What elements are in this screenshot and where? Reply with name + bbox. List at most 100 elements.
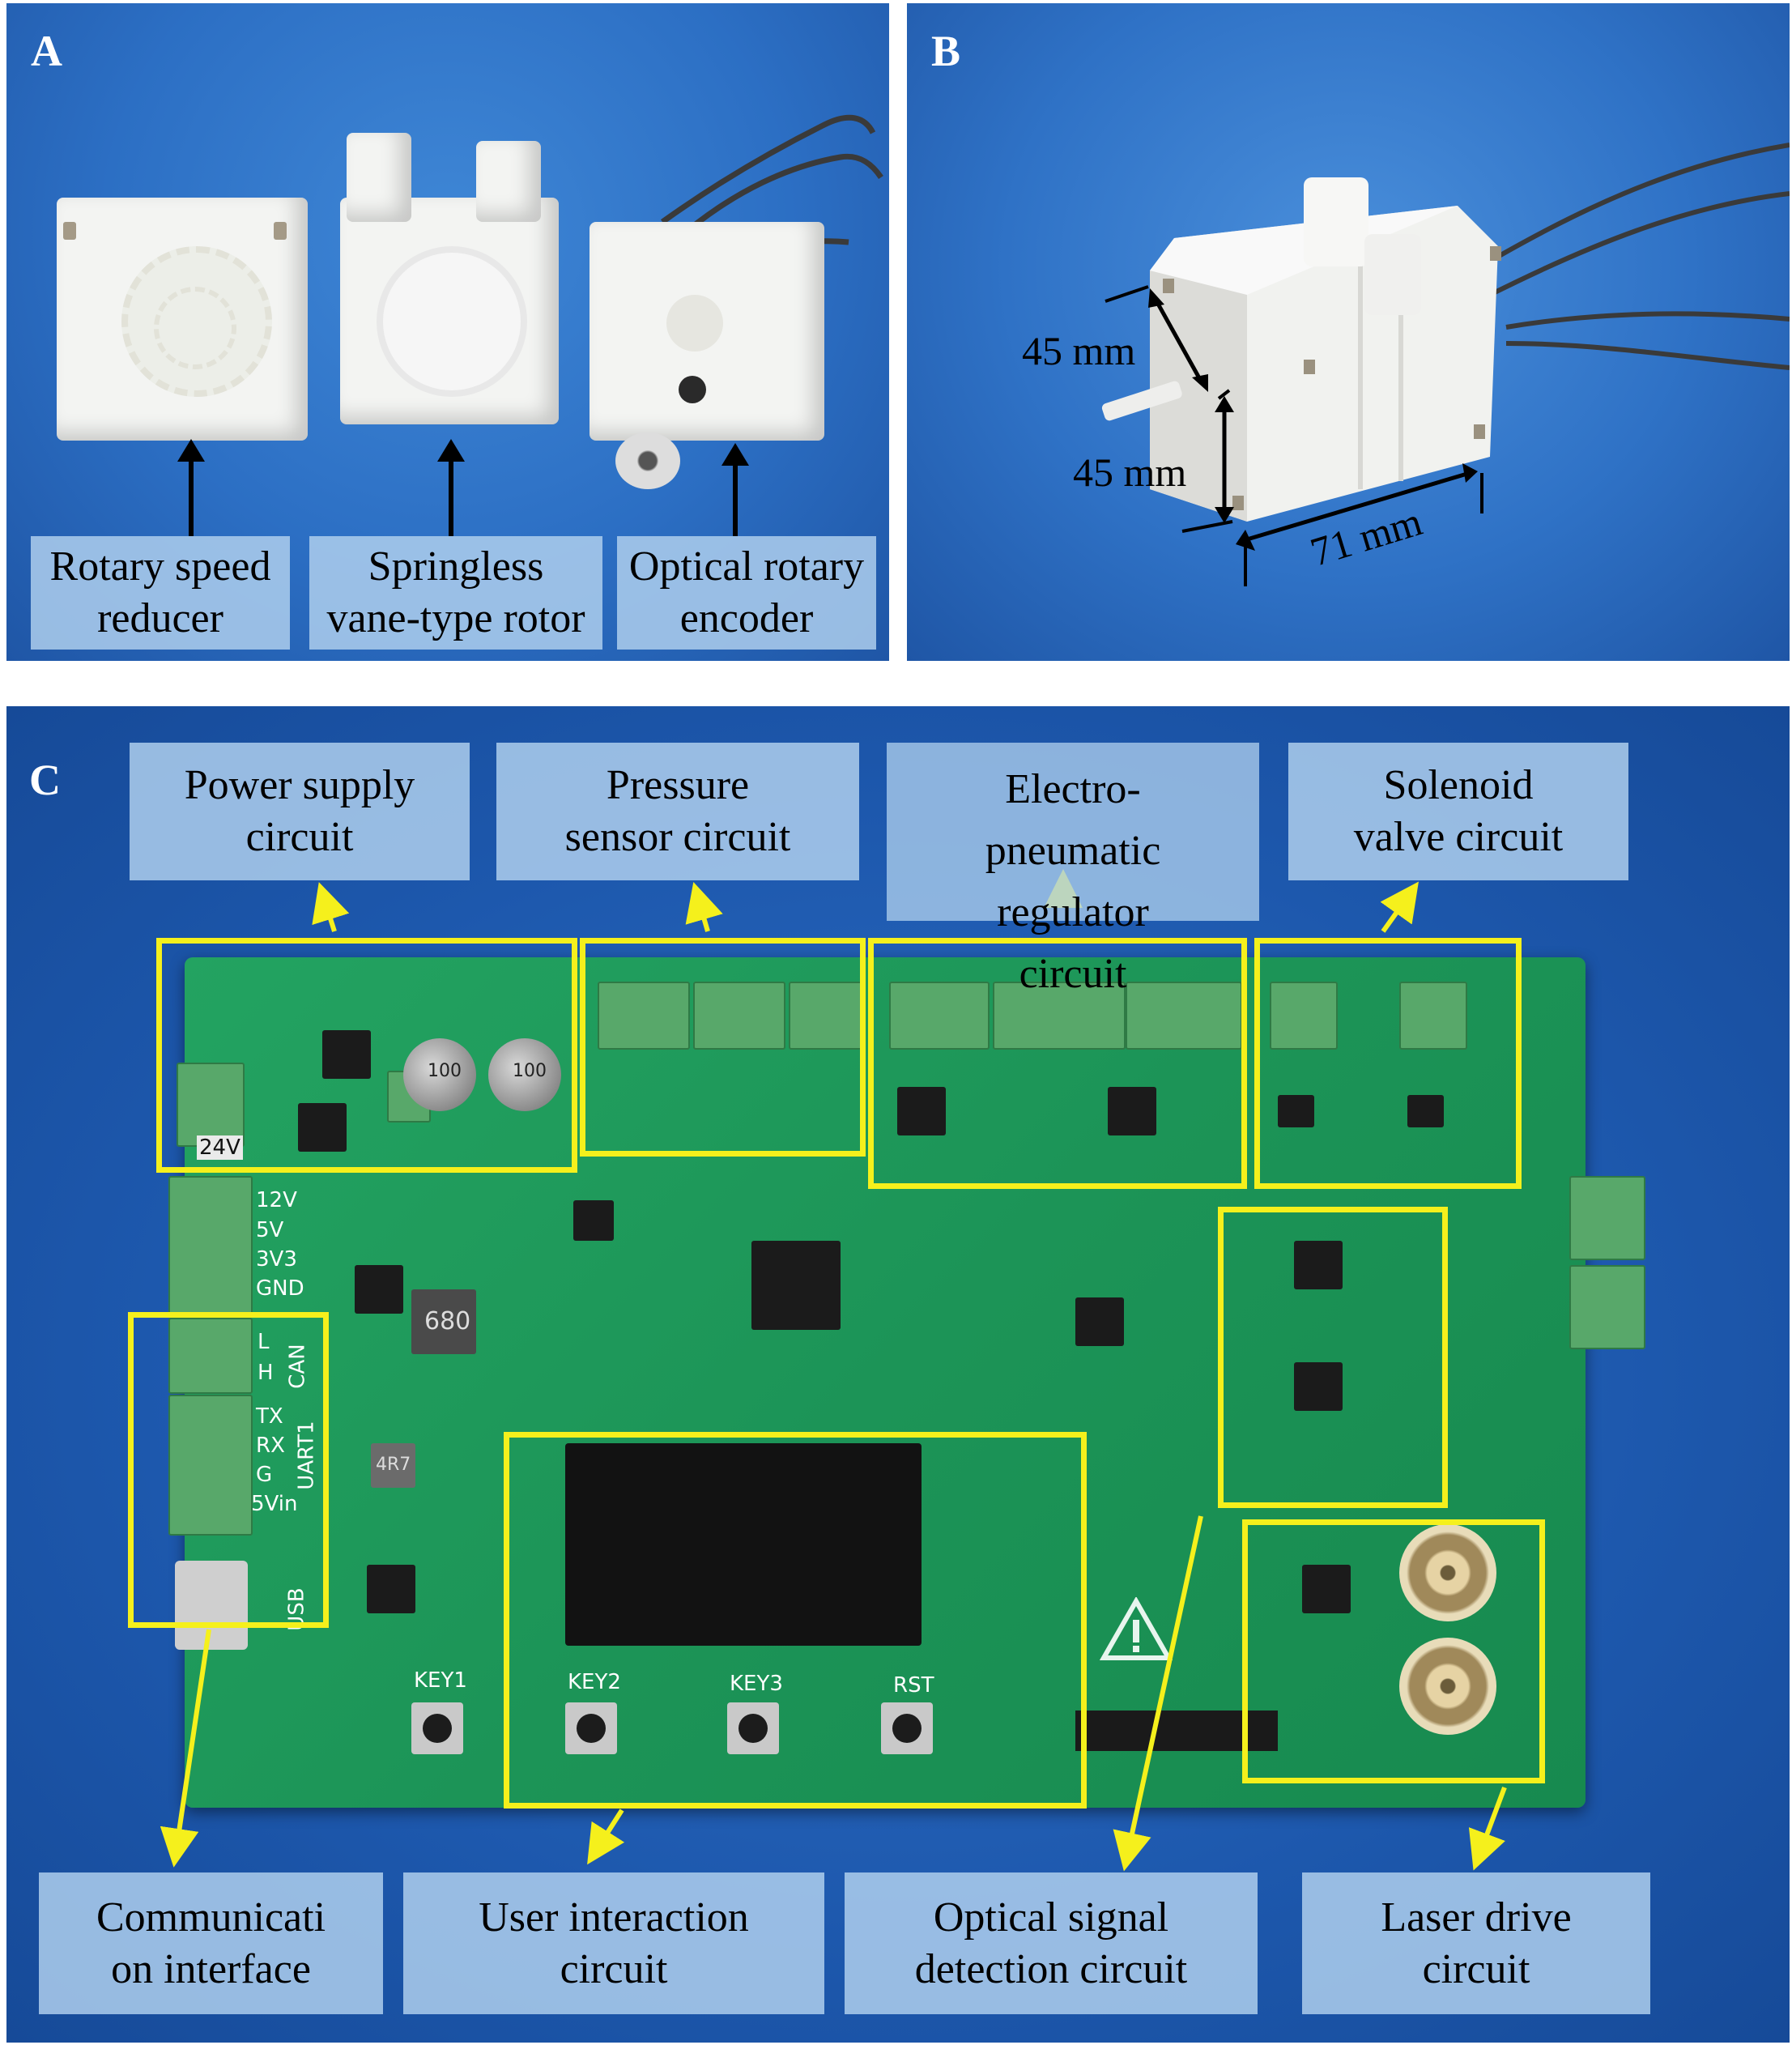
key1-label: KEY1 [414, 1668, 467, 1693]
inductor-icon [411, 1289, 476, 1354]
rst-button[interactable] [881, 1702, 933, 1754]
panel-letter-b: B [931, 27, 961, 75]
rotor-port-left [347, 133, 411, 222]
key3-button[interactable] [727, 1702, 779, 1754]
inductor-marking: 680 [424, 1307, 471, 1336]
label-line: Optical rotary [628, 543, 865, 590]
label-line: circuit [560, 1945, 668, 1992]
label-line: encoder [679, 595, 814, 641]
ic-chip [322, 1030, 371, 1079]
terminal-block [1569, 1265, 1645, 1349]
ic-chip [355, 1265, 403, 1314]
label-line: circuit [245, 814, 354, 860]
label-line: reducer [97, 595, 223, 641]
gear-icon [154, 287, 236, 369]
screw-icon [274, 222, 287, 240]
terminal-block [1270, 982, 1338, 1050]
encoder-hole-icon [679, 376, 706, 403]
terminal-block [598, 982, 690, 1050]
capacitor-marking: 100 [428, 1061, 462, 1081]
label-line: sensor circuit [564, 814, 791, 860]
highlight-optical-signal [1218, 1207, 1448, 1508]
panel-c-photo: C 100 100 [6, 706, 1790, 2043]
label-communication-interface: Communicati on interface [39, 1872, 383, 2014]
label-line: Solenoid [1383, 762, 1534, 808]
dimension-width: 45 mm [1022, 328, 1136, 373]
silk-rx: RX [256, 1434, 285, 1458]
silk-12v: 12V [256, 1188, 297, 1212]
ic-chip [298, 1103, 347, 1152]
terminal-block [1399, 982, 1467, 1050]
ic-chip [1407, 1095, 1444, 1127]
label-line: Communicati [96, 1894, 326, 1941]
encoder-hub-icon [666, 295, 723, 351]
capacitor-icon [488, 1038, 561, 1111]
key2-button[interactable] [565, 1702, 617, 1754]
ic-chip [1075, 1297, 1124, 1346]
silk-5vin: 5Vin [251, 1492, 298, 1516]
ic-chip [1278, 1095, 1314, 1127]
label-line: vane-type rotor [326, 595, 585, 641]
microcontroller-chip [751, 1241, 841, 1330]
inductor-icon [371, 1443, 415, 1488]
highlight-electro-pneumatic [868, 938, 1247, 1189]
highlight-solenoid-valve [1254, 938, 1522, 1189]
highlight-power-supply [156, 938, 577, 1173]
ic-chip [1302, 1565, 1351, 1613]
highlight-laser-drive [1242, 1519, 1545, 1783]
rotor-icon [377, 246, 527, 397]
silk-g: G [256, 1463, 273, 1487]
key2-label: KEY2 [568, 1670, 621, 1694]
terminal-block [1126, 982, 1242, 1050]
capacitor-icon [403, 1038, 476, 1111]
silk-gnd: GND [256, 1276, 304, 1301]
arrow-up-icon [177, 439, 205, 536]
terminal-block [168, 1318, 253, 1394]
ic-chip [1108, 1087, 1156, 1135]
highlight-pressure-sensor [580, 938, 866, 1157]
terminal-block [1569, 1176, 1645, 1260]
label-line: User interaction [479, 1894, 749, 1941]
dimension-height: 45 mm [1073, 449, 1187, 495]
panel-letter-a: A [31, 27, 62, 75]
key3-label: KEY3 [730, 1672, 783, 1696]
key1-button[interactable] [411, 1702, 463, 1754]
ic-chip [1294, 1241, 1343, 1289]
laser-warning-icon [1100, 1597, 1173, 1660]
laser-connector-icon [1399, 1524, 1496, 1621]
label-line: detection circuit [914, 1945, 1188, 1992]
rotor-port-right [476, 141, 541, 222]
laser-connector-icon [1399, 1638, 1496, 1735]
label-line: Pressure [606, 762, 750, 808]
label-optical-rotary-encoder: Optical rotary encoder [617, 536, 876, 650]
silk-5v: 5V [256, 1218, 284, 1242]
highlight-user-interaction [504, 1432, 1087, 1809]
label-line: pneumatic [985, 828, 1161, 874]
highlight-communication [128, 1312, 329, 1628]
label-line: regulator [997, 889, 1149, 935]
ic-chip [897, 1087, 946, 1135]
panel-letter-c: C [29, 756, 61, 804]
springless-vane-type-rotor-part [340, 198, 559, 424]
control-circuit-board: 100 100 680 4R7 KE [168, 957, 1645, 1808]
rst-label: RST [893, 1673, 934, 1698]
ic-chip [367, 1565, 415, 1613]
encoder-wheel-icon [615, 432, 680, 489]
panel-b-photo: B 45 m [907, 3, 1790, 661]
label-laser-drive-circuit: Laser drive circuit [1302, 1872, 1650, 2014]
ic-chip [573, 1200, 614, 1241]
label-line: Laser drive [1381, 1894, 1572, 1941]
terminal-block [168, 1176, 253, 1317]
ic-chip [1294, 1362, 1343, 1411]
optical-rotary-encoder-part [590, 222, 824, 441]
silk-3v3: 3V3 [256, 1247, 297, 1272]
label-power-supply-circuit: Power supply circuit [130, 743, 470, 880]
label-electro-pneumatic-regulator-circuit: Electro- pneumatic regulator circuit [887, 743, 1259, 997]
lcd-display [565, 1443, 922, 1646]
terminal-block [889, 982, 990, 1050]
label-pressure-sensor-circuit: Pressure sensor circuit [496, 743, 859, 880]
label-line: circuit [1422, 1945, 1530, 1992]
label-springless-vane-type-rotor: Springless vane-type rotor [309, 536, 602, 650]
silk-tx: TX [256, 1404, 283, 1429]
yellow-arrows [160, 869, 1507, 1872]
